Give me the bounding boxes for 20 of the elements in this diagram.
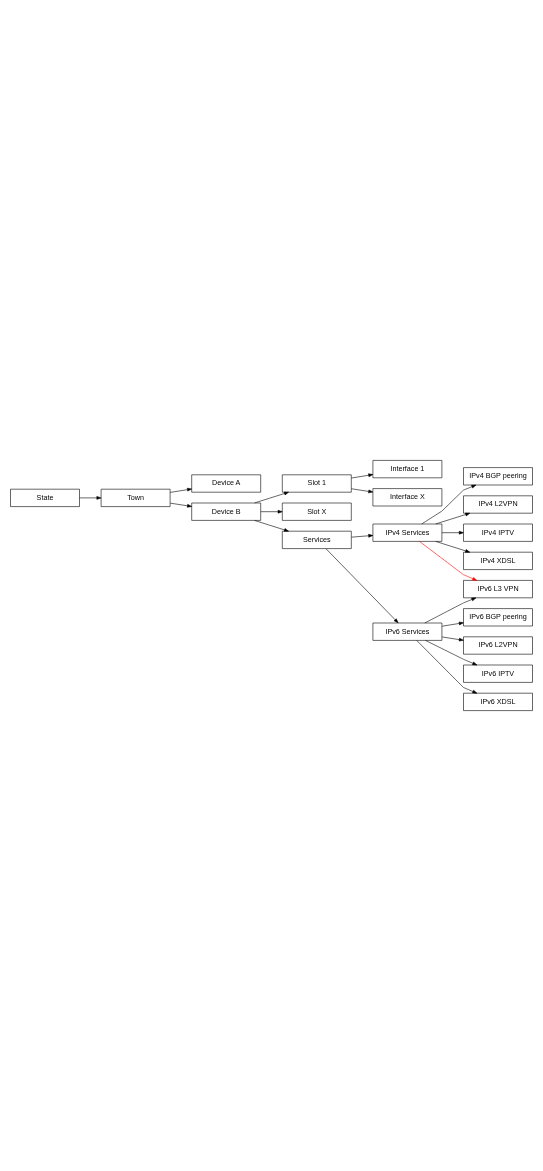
arrow (79, 496, 102, 500)
arrow (435, 541, 471, 553)
arrow (421, 484, 477, 525)
arrow (351, 473, 374, 479)
arrow (169, 487, 192, 493)
arrow (416, 640, 478, 694)
arrow (260, 509, 283, 514)
arrow (254, 491, 289, 504)
arrow (169, 502, 192, 508)
arrow (425, 640, 478, 666)
arrow (441, 621, 464, 627)
arrow (419, 541, 478, 581)
arrow (351, 534, 374, 538)
arrow (441, 530, 464, 535)
arrow (351, 488, 374, 494)
arrow (325, 548, 399, 624)
arrow (254, 520, 289, 532)
arrow (441, 636, 464, 642)
arrow (424, 597, 477, 624)
arrow (435, 512, 471, 525)
